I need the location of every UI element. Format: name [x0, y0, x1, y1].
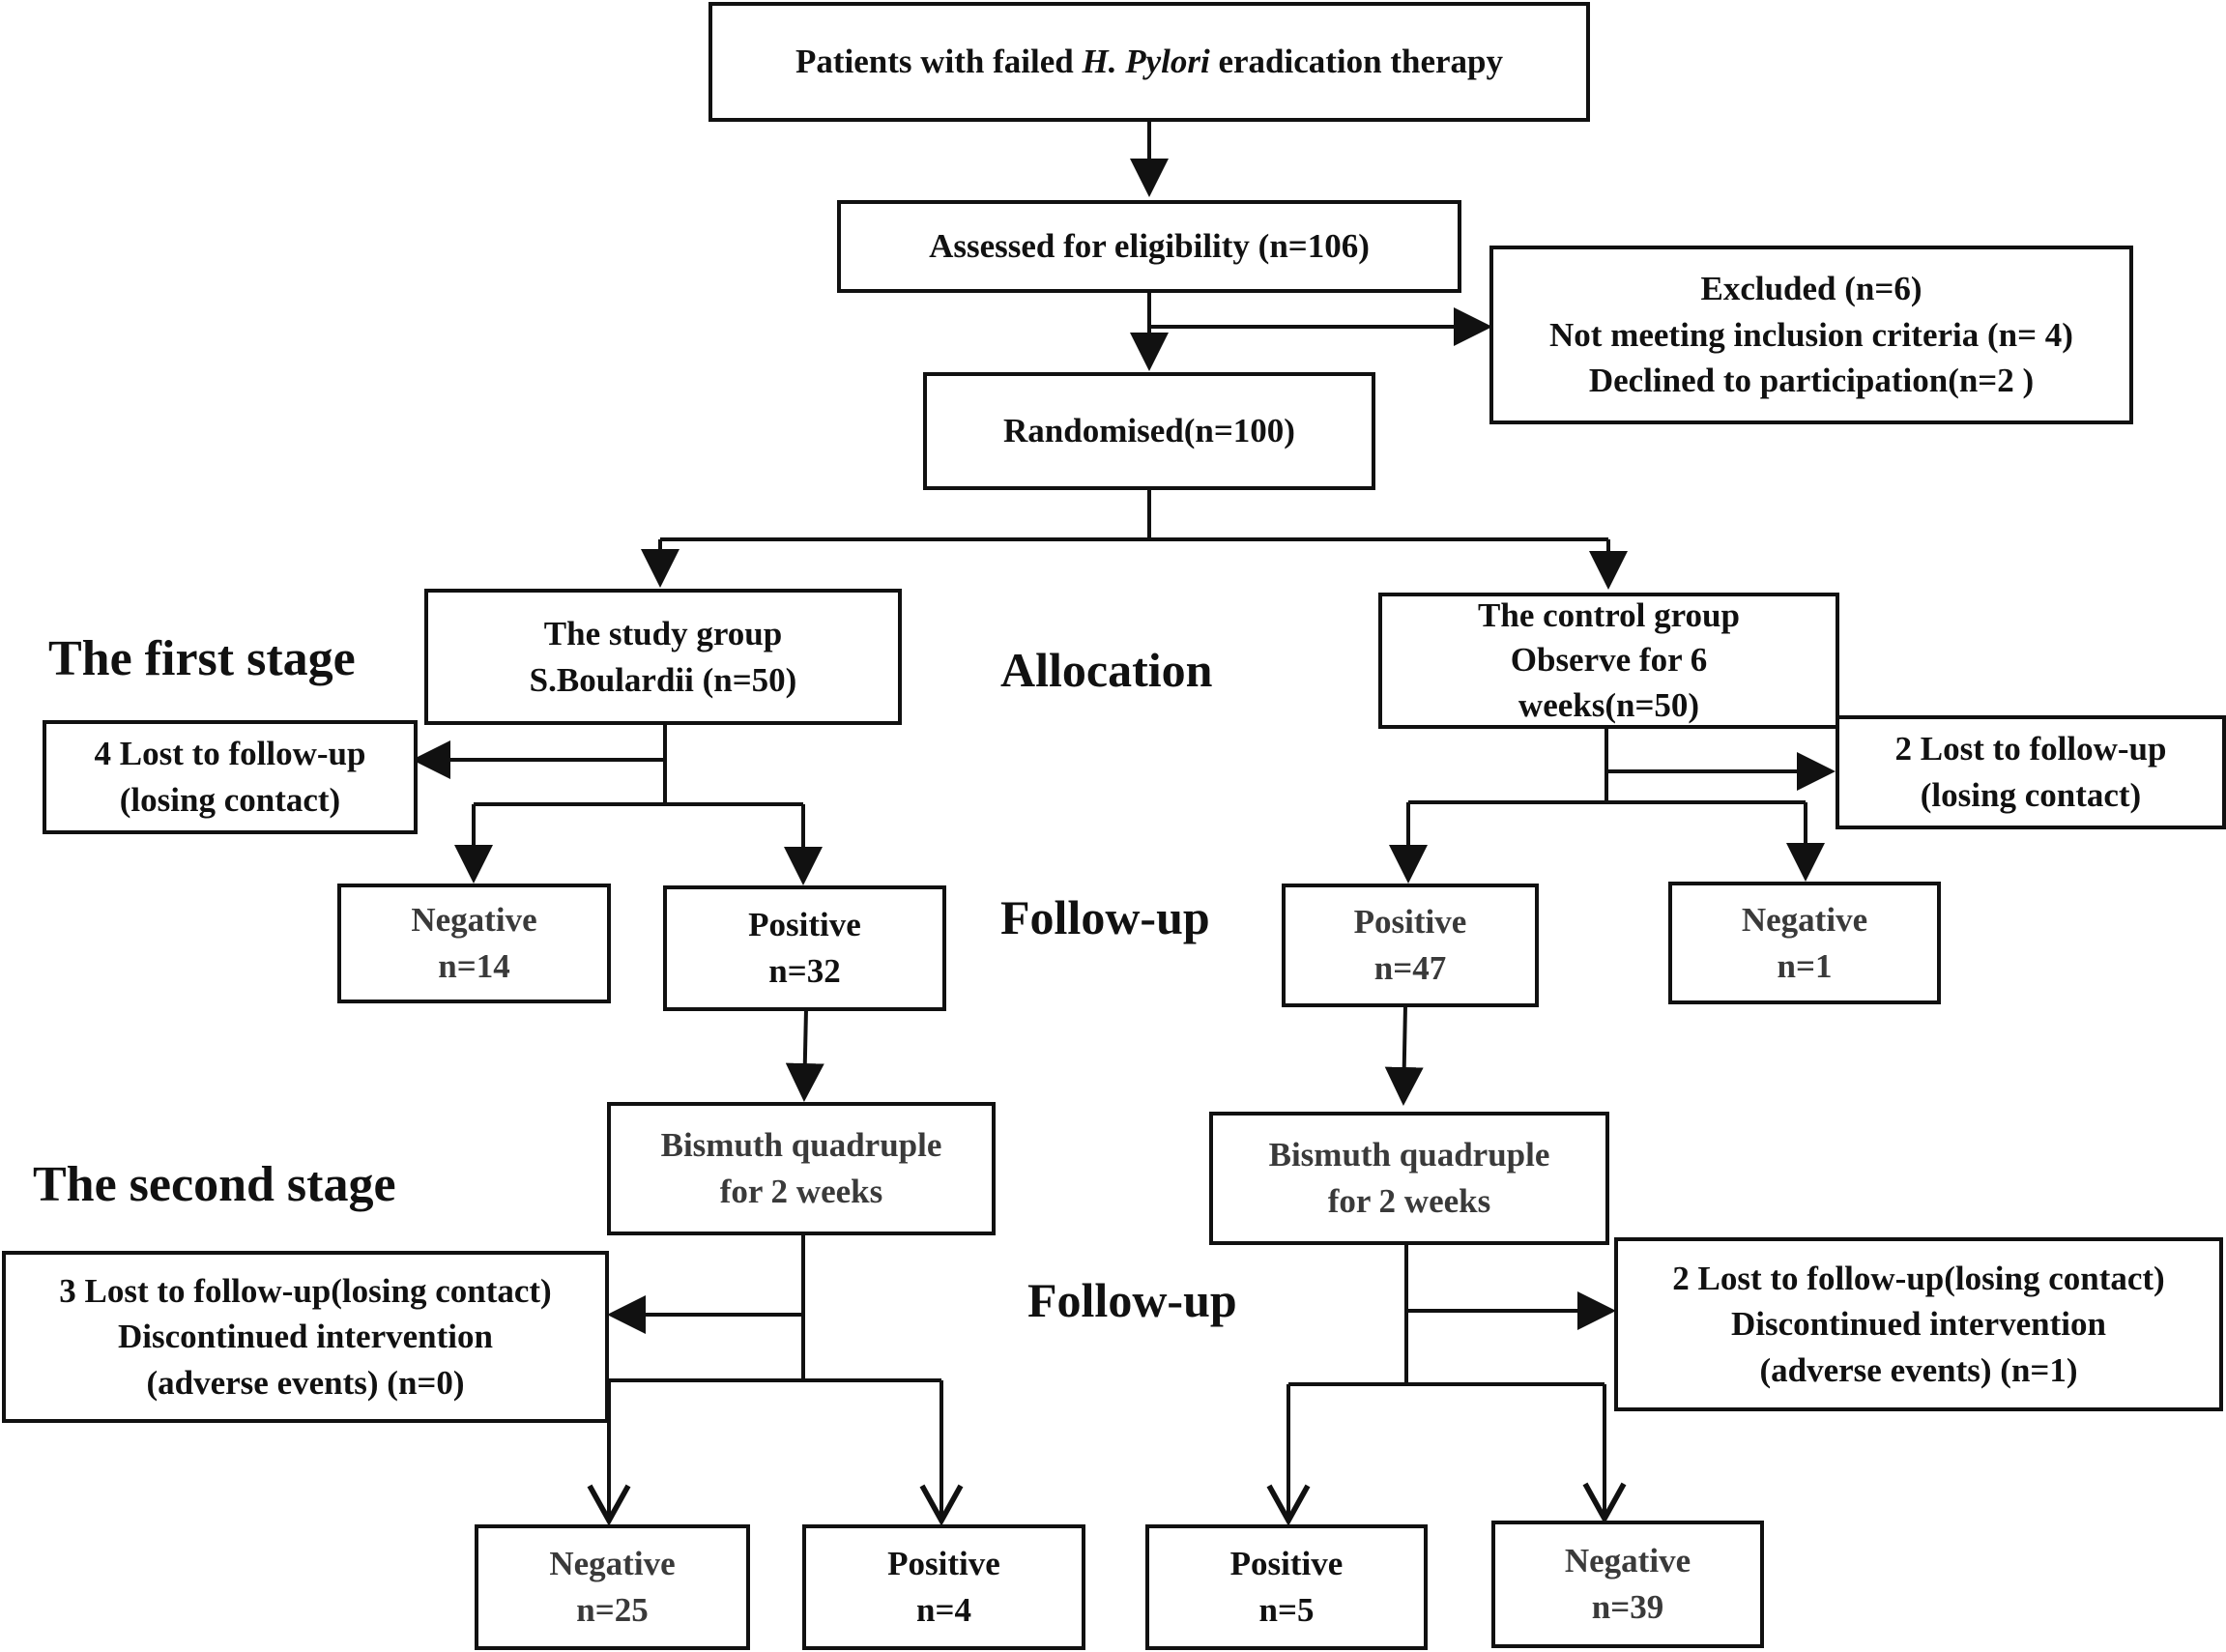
allocation-label: Allocation — [1000, 643, 1213, 697]
control-lost-stage2-box: 2 Lost to follow-up(losing contact) Disc… — [1614, 1237, 2223, 1411]
first-stage-label: The first stage — [48, 631, 356, 686]
control-positive-stage1-label: Positive — [1353, 903, 1467, 942]
study-group-box: The study group S.Boulardii (n=50) — [424, 589, 902, 725]
study-negative-stage1-label: Negative — [411, 901, 537, 940]
study-group-detail: S.Boulardii (n=50) — [529, 660, 797, 699]
randomised-text: Randomised(n=100) — [1003, 412, 1295, 450]
control-positive-stage2-box: Positive n=5 — [1145, 1524, 1428, 1650]
arrow-control-to-treatment — [1384, 1004, 1424, 1106]
study-negative-stage2-count: n=25 — [576, 1591, 649, 1629]
study-lost-stage1-reason: (losing contact) — [119, 781, 341, 819]
control-negative-stage2-count: n=39 — [1591, 1588, 1664, 1626]
study-positive-stage1-count: n=32 — [768, 952, 841, 990]
assessed-text: Assessed for eligibility (n=106) — [929, 227, 1370, 266]
control-positive-stage1-box: Positive n=47 — [1282, 884, 1539, 1007]
control-lost-stage2-adverse: (adverse events) (n=1) — [1759, 1350, 2078, 1389]
control-treatment-box: Bismuth quadruple for 2 weeks — [1209, 1112, 1609, 1245]
control-negative-stage1-box: Negative n=1 — [1668, 882, 1941, 1004]
control-group-title: The control group — [1478, 596, 1740, 635]
excluded-reason-declined: Declined to participation(n=2 ) — [1588, 362, 2035, 400]
randomised-box: Randomised(n=100) — [923, 372, 1375, 490]
arrow-study-to-treatment — [785, 1008, 824, 1102]
control-lost-stage2-discontinued: Discontinued intervention — [1731, 1305, 2106, 1344]
control-positive-stage2-count: n=5 — [1258, 1591, 1315, 1629]
control-lost-stage1-reason: (losing contact) — [1920, 776, 2142, 814]
start-box: Patients with failed H. Pylori eradicati… — [708, 2, 1590, 122]
control-treatment-duration: for 2 weeks — [1327, 1182, 1491, 1220]
study-treatment-box: Bismuth quadruple for 2 weeks — [607, 1102, 996, 1235]
study-negative-stage1-count: n=14 — [438, 947, 510, 985]
control-negative-stage1-count: n=1 — [1777, 946, 1833, 985]
control-lost-stage1-box: 2 Lost to follow-up (losing contact) — [1836, 715, 2226, 829]
followup-label-stage1: Follow-up — [1000, 890, 1210, 944]
control-treatment-name: Bismuth quadruple — [1268, 1136, 1550, 1174]
study-positive-stage1-box: Positive n=32 — [663, 885, 946, 1011]
excluded-box: Excluded (n=6) Not meeting inclusion cri… — [1489, 246, 2133, 424]
control-lost-stage1-count: 2 Lost to follow-up — [1894, 730, 2167, 768]
start-text: Patients with failed H. Pylori eradicati… — [795, 43, 1504, 81]
followup-label-stage2: Follow-up — [1027, 1273, 1237, 1327]
control-positive-stage2-label: Positive — [1229, 1545, 1344, 1583]
study-lost-stage1-count: 4 Lost to follow-up — [94, 735, 366, 773]
control-group-detail: Observe for 6 — [1510, 641, 1708, 680]
assessed-box: Assessed for eligibility (n=106) — [837, 200, 1461, 293]
study-lost-stage1-box: 4 Lost to follow-up (losing contact) — [43, 720, 418, 834]
study-negative-stage2-box: Negative n=25 — [475, 1524, 750, 1650]
study-positive-stage2-label: Positive — [887, 1545, 1000, 1583]
study-positive-stage2-box: Positive n=4 — [802, 1524, 1085, 1650]
excluded-reason-inclusion: Not meeting inclusion criteria (n= 4) — [1549, 315, 2073, 354]
study-positive-stage2-count: n=4 — [916, 1591, 971, 1629]
excluded-title: Excluded (n=6) — [1700, 270, 1922, 308]
study-treatment-name: Bismuth quadruple — [660, 1126, 942, 1165]
study-treatment-duration: for 2 weeks — [719, 1173, 883, 1210]
control-positive-stage1-count: n=47 — [1373, 949, 1447, 987]
study-negative-stage2-label: Negative — [549, 1545, 676, 1583]
study-lost-stage2-adverse: (adverse events) (n=0) — [146, 1363, 465, 1402]
control-negative-stage2-label: Negative — [1564, 1542, 1691, 1580]
control-group-box: The control group Observe for 6 weeks(n=… — [1378, 593, 1839, 729]
study-lost-stage2-box: 3 Lost to follow-up(losing contact) Disc… — [2, 1251, 609, 1423]
study-positive-stage1-label: Positive — [748, 906, 861, 944]
study-lost-stage2-count: 3 Lost to follow-up(losing contact) — [59, 1271, 552, 1310]
control-negative-stage1-label: Negative — [1741, 900, 1868, 939]
second-stage-label: The second stage — [33, 1157, 396, 1212]
study-group-title: The study group — [543, 614, 783, 652]
study-negative-stage1-box: Negative n=14 — [337, 884, 611, 1003]
control-negative-stage2-box: Negative n=39 — [1491, 1521, 1764, 1648]
control-group-count: weeks(n=50) — [1518, 685, 1700, 724]
control-lost-stage2-count: 2 Lost to follow-up(losing contact) — [1672, 1259, 2165, 1297]
study-lost-stage2-discontinued: Discontinued intervention — [118, 1318, 493, 1356]
